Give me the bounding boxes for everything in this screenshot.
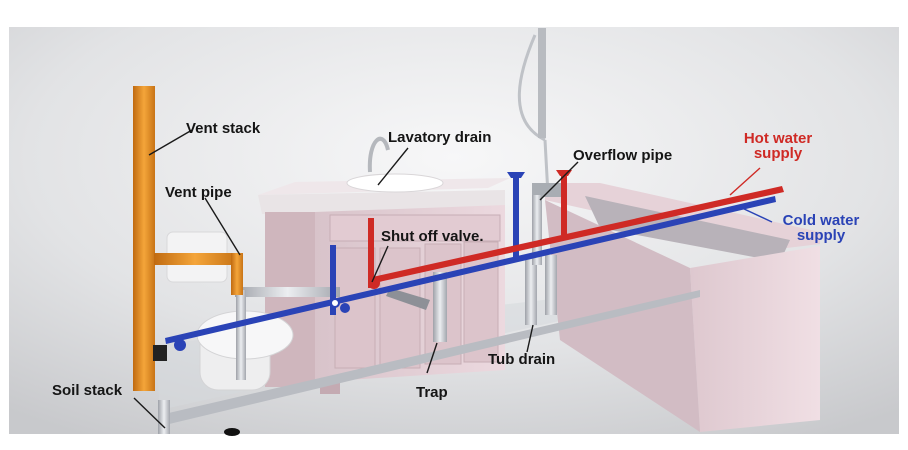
shut-off-valve-label: Shut off valve. [381,228,484,245]
hot-water-line-2: supply [753,145,803,162]
trap-label: Trap [416,384,448,401]
vent-pipe-label: Vent pipe [165,184,232,201]
vent-stack-label: Vent stack [186,120,261,137]
drain-pipes [158,195,700,434]
bathtub [545,183,820,432]
soil-stack-label: Soil stack [52,382,123,399]
lavatory-drain-label: Lavatory drain [388,129,492,146]
vent-stack-pipe [133,86,243,391]
vanity [258,136,510,394]
cold-water-supply-label: Cold water supply [766,213,876,243]
overflow-pipe-label: Overflow pipe [573,147,673,164]
cold-water-line-2: supply [796,227,846,244]
tub-faucet [532,183,562,197]
floor-drain [224,428,240,436]
leader-lines [133,129,579,429]
cold-leader [741,207,773,223]
tub-drain-label: Tub drain [488,351,556,368]
cold-water-pipe [165,172,776,351]
shower-rail [538,28,546,138]
hot-water-supply-label: Hot water supply [728,131,828,161]
cold-water-line-1: Cold water [782,212,860,229]
hot-water-line-1: Hot water [743,130,813,147]
vent-connector [153,345,167,361]
hot-leader [729,167,761,196]
